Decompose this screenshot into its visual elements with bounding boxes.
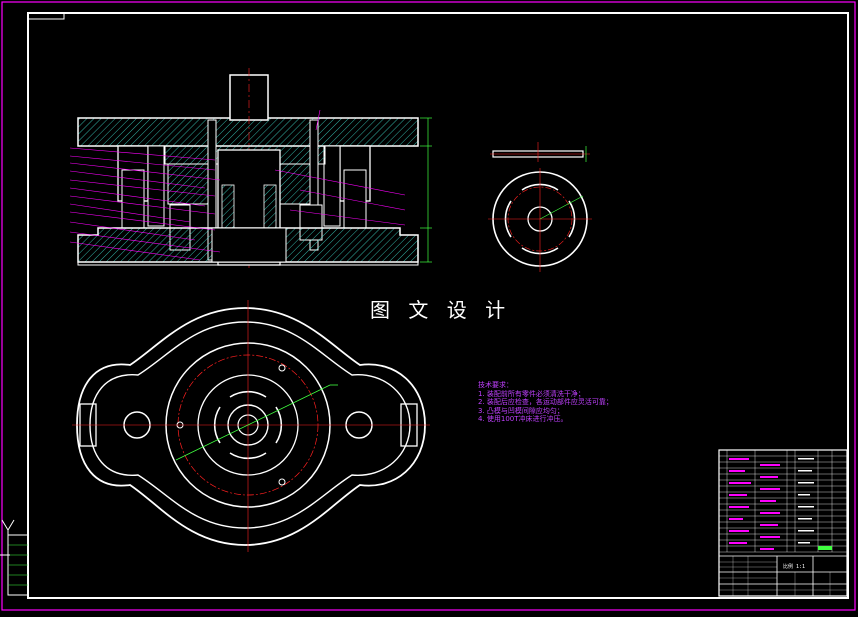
- watermark-text: 图 文 设 计: [370, 298, 512, 322]
- tech-req-item: 3. 凸模与凹模间隙应均匀；: [478, 406, 564, 415]
- upper-die-plate: [77, 117, 419, 147]
- lower-die-plan-view: [72, 300, 430, 552]
- title-block: [719, 555, 847, 596]
- die-shank: [229, 74, 269, 121]
- workpiece-strip-view: [490, 142, 590, 162]
- ucs-icon: [0, 519, 15, 556]
- title-block-scale: 比例 1:1: [783, 564, 806, 570]
- workpiece-plan-view: [488, 168, 592, 272]
- front-section-view: [69, 68, 432, 270]
- tech-req-item: 1. 装配前所有零件必须清洗干净；: [478, 389, 585, 398]
- tech-req-item: 4. 使用100T冲床进行冲压。: [478, 415, 568, 423]
- technical-requirements: 技术要求： 1. 装配前所有零件必须清洗干净； 2. 装配后应检查，各运动部件应…: [478, 381, 613, 424]
- tech-req-title: 技术要求：: [478, 381, 513, 389]
- die-base-outline: [76, 307, 426, 546]
- tech-req-item: 2. 装配后应检查，各运动部件应灵活可靠；: [478, 398, 613, 406]
- bill-of-materials: [718, 449, 848, 597]
- part-leaders: [69, 109, 406, 261]
- corner-tab: [27, 12, 65, 20]
- left-side-block-lines: [8, 544, 28, 586]
- inner-frame: [27, 12, 849, 599]
